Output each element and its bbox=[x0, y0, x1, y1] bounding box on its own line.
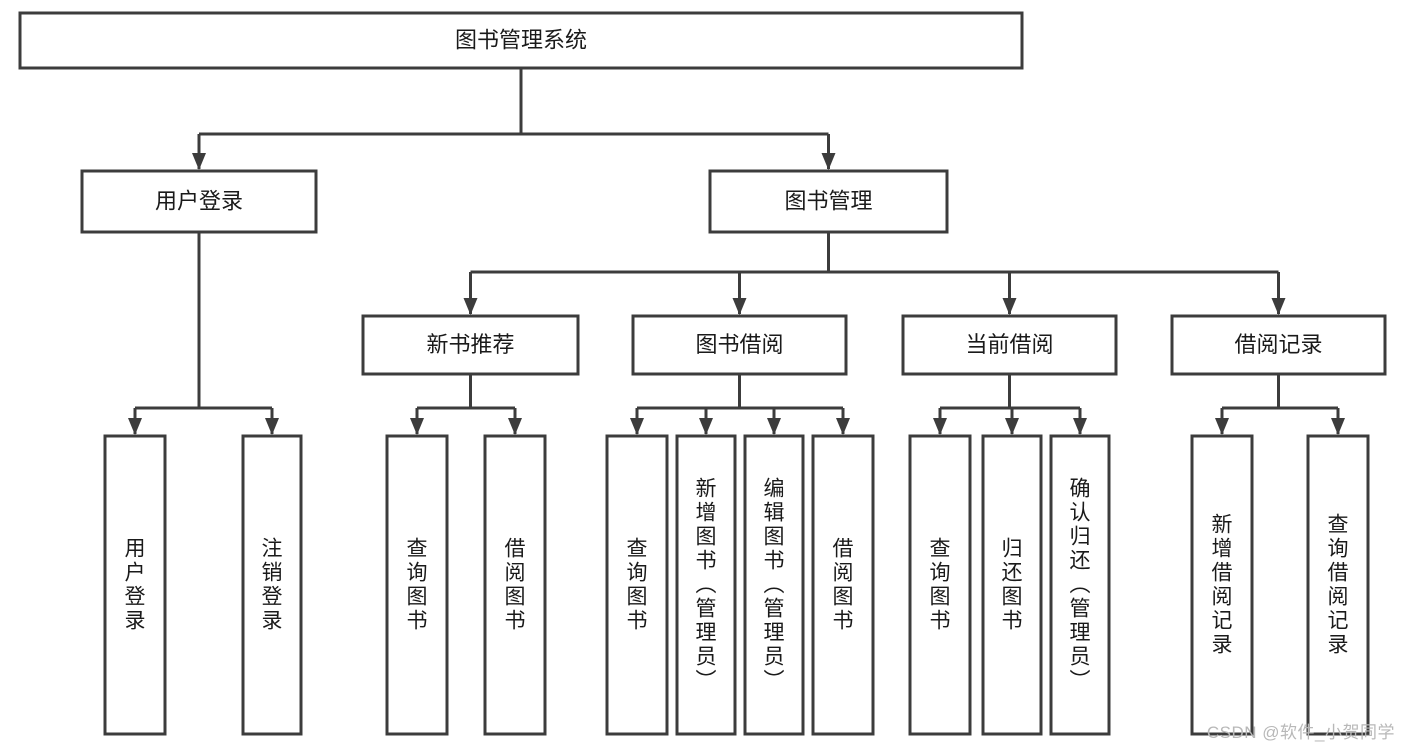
node-box-query-record bbox=[1306, 434, 1370, 736]
node-box-new-book-rec bbox=[361, 314, 580, 376]
node-box-root bbox=[18, 11, 1024, 70]
connector-arrow-confirm-return bbox=[1073, 418, 1087, 435]
node-box-add-book bbox=[675, 434, 737, 736]
connector-arrow-query-book-2 bbox=[630, 418, 644, 435]
node-box-borrow-book-2 bbox=[811, 434, 875, 736]
node-box-current-borrow bbox=[901, 314, 1118, 376]
connector-arrow-borrow-book-1 bbox=[508, 418, 522, 435]
node-confirm-return[interactable]: 确认归还︵管理员︶ bbox=[1049, 434, 1111, 736]
connector-layer bbox=[128, 68, 1345, 435]
node-box-query-book-3 bbox=[908, 434, 972, 736]
node-add-record[interactable]: 新增借阅记录 bbox=[1190, 434, 1254, 736]
node-label-query-book-2: 查询图书 bbox=[627, 538, 648, 633]
node-logout[interactable]: 注销登录 bbox=[241, 434, 303, 736]
node-label-query-book-1: 查询图书 bbox=[407, 538, 428, 633]
node-query-record[interactable]: 查询借阅记录 bbox=[1306, 434, 1370, 736]
node-box-book-borrow bbox=[631, 314, 848, 376]
node-borrow-book-2[interactable]: 借阅图书 bbox=[811, 434, 875, 736]
node-user-login[interactable]: 用户登录 bbox=[80, 169, 318, 234]
node-box-borrow-record bbox=[1170, 314, 1387, 376]
node-box-confirm-return bbox=[1049, 434, 1111, 736]
node-root[interactable]: 图书管理系统 bbox=[18, 11, 1024, 70]
node-new-book-rec[interactable]: 新书推荐 bbox=[361, 314, 580, 376]
node-label-current-borrow: 当前借阅 bbox=[965, 332, 1053, 357]
connector-arrow-current-borrow bbox=[1002, 298, 1017, 315]
node-label-book-manage: 图书管理 bbox=[784, 188, 872, 213]
node-edit-book[interactable]: 编辑图书︵管理员︶ bbox=[743, 434, 805, 736]
connector-arrow-user-login bbox=[192, 153, 206, 170]
node-box-add-record bbox=[1190, 434, 1254, 736]
connector-arrow-login bbox=[128, 418, 142, 435]
node-layer: 图书管理系统用户登录用户登录注销登录图书管理新书推荐查询图书借阅图书图书借阅查询… bbox=[18, 11, 1387, 736]
connector-arrow-query-book-3 bbox=[933, 418, 947, 435]
node-label-new-book-rec: 新书推荐 bbox=[426, 332, 514, 357]
node-box-query-book-1 bbox=[385, 434, 449, 736]
node-label-query-book-3: 查询图书 bbox=[930, 538, 951, 633]
node-add-book[interactable]: 新增图书︵管理员︶ bbox=[675, 434, 737, 736]
connector-arrow-return-book bbox=[1005, 418, 1019, 435]
connector-arrow-add-record bbox=[1215, 418, 1229, 435]
node-label-borrow-record: 借阅记录 bbox=[1234, 332, 1322, 357]
node-label-borrow-book-2: 借阅图书 bbox=[833, 538, 854, 633]
node-label-user-login: 用户登录 bbox=[155, 188, 243, 213]
node-box-edit-book bbox=[743, 434, 805, 736]
node-label-edit-book: 编辑图书︵管理员︶ bbox=[764, 478, 785, 693]
node-box-book-manage bbox=[708, 169, 949, 234]
node-query-book-2[interactable]: 查询图书 bbox=[605, 434, 669, 736]
connector-arrow-book-borrow bbox=[732, 298, 747, 315]
connector-arrow-book-manage bbox=[821, 153, 836, 170]
node-label-borrow-book-1: 借阅图书 bbox=[505, 538, 526, 633]
node-label-confirm-return: 确认归还︵管理员︶ bbox=[1070, 478, 1091, 693]
node-borrow-record[interactable]: 借阅记录 bbox=[1170, 314, 1387, 376]
node-box-borrow-book-1 bbox=[483, 434, 547, 736]
connector-arrow-edit-book bbox=[767, 418, 781, 435]
node-book-borrow[interactable]: 图书借阅 bbox=[631, 314, 848, 376]
node-book-manage[interactable]: 图书管理 bbox=[708, 169, 949, 234]
node-box-query-book-2 bbox=[605, 434, 669, 736]
node-label-root: 图书管理系统 bbox=[455, 27, 587, 52]
connector-arrow-borrow-book-2 bbox=[836, 418, 850, 435]
node-label-add-record: 新增借阅记录 bbox=[1212, 514, 1233, 657]
node-return-book[interactable]: 归还图书 bbox=[981, 434, 1043, 736]
node-label-book-borrow: 图书借阅 bbox=[695, 332, 783, 357]
node-box-login bbox=[103, 434, 167, 736]
node-borrow-book-1[interactable]: 借阅图书 bbox=[483, 434, 547, 736]
connector-arrow-query-book-1 bbox=[410, 418, 424, 435]
connector-arrow-borrow-record bbox=[1271, 298, 1286, 315]
node-label-query-record: 查询借阅记录 bbox=[1328, 514, 1349, 657]
node-box-user-login bbox=[80, 169, 318, 234]
node-query-book-3[interactable]: 查询图书 bbox=[908, 434, 972, 736]
node-label-add-book: 新增图书︵管理员︶ bbox=[696, 478, 717, 693]
node-box-return-book bbox=[981, 434, 1043, 736]
connector-arrow-add-book bbox=[699, 418, 713, 435]
node-label-login: 用户登录 bbox=[125, 538, 146, 633]
node-login[interactable]: 用户登录 bbox=[103, 434, 167, 736]
node-query-book-1[interactable]: 查询图书 bbox=[385, 434, 449, 736]
node-box-logout bbox=[241, 434, 303, 736]
node-current-borrow[interactable]: 当前借阅 bbox=[901, 314, 1118, 376]
connector-arrow-logout bbox=[265, 418, 279, 435]
node-label-return-book: 归还图书 bbox=[1002, 538, 1023, 633]
connector-arrow-query-record bbox=[1331, 418, 1345, 435]
node-label-logout: 注销登录 bbox=[262, 538, 283, 633]
connector-arrow-new-book-rec bbox=[463, 298, 478, 315]
